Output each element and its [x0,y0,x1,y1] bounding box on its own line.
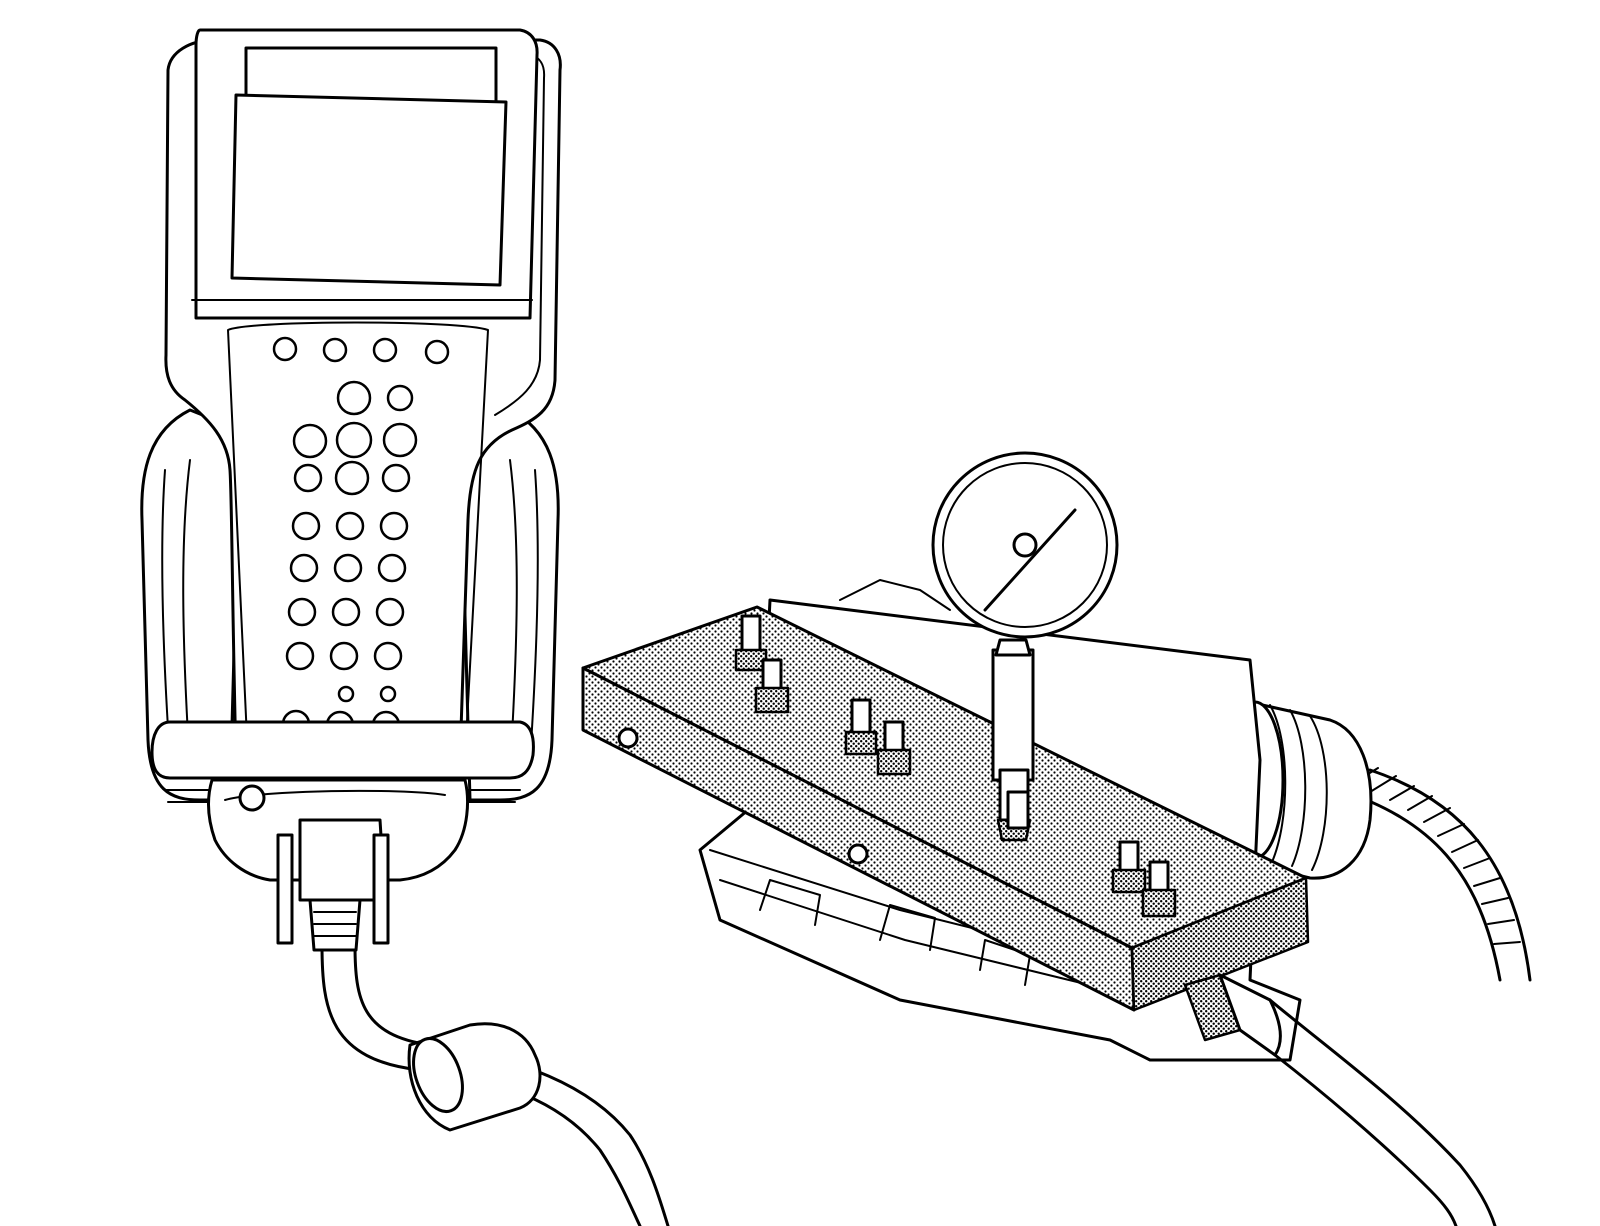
keypad-key [335,511,365,541]
keypad-key [337,685,355,703]
keypad-key [335,421,373,459]
rubber-boot [140,408,560,802]
hand-strap [150,720,535,780]
keypad [281,380,418,740]
keypad-key [373,641,403,671]
valve-body-assembly [581,451,1532,1226]
keypad-key [292,423,328,459]
fitting [1006,790,1030,830]
test-plate-side [1130,876,1310,1012]
keypad-key [381,463,411,493]
fitting [754,658,790,714]
keypad-key [289,553,319,583]
keypad-key [329,641,359,671]
keypad-key [377,553,407,583]
function-key [272,336,298,362]
keypad-key [375,597,405,627]
keypad-key [382,422,418,458]
air-supply-hose [1183,973,1497,1226]
pressure-fittings [734,614,1177,918]
fitting [1111,840,1147,894]
function-keys [272,336,450,365]
pressure-gauge [931,451,1119,842]
keypad-key [291,511,321,541]
keypad-key [379,685,397,703]
keypad-key [379,511,409,541]
scan-tool [140,28,670,1226]
keypad-key [334,460,370,496]
scan-tool-cable [320,943,670,1226]
fitting [844,698,878,756]
function-key [424,339,450,365]
keypad-key [336,380,372,416]
fitting [876,720,912,776]
keypad-key [331,597,361,627]
keypad-key [287,597,317,627]
function-key [372,337,398,363]
function-key [322,337,348,363]
gauge-hub [1012,532,1038,558]
fitting [1141,860,1177,918]
keypad-key [285,641,315,671]
fitting [734,614,768,672]
gauge-needle [983,508,1077,612]
keypad-key [293,463,323,493]
keypad-key [333,553,363,583]
display-area [230,93,508,287]
keypad-key [386,384,414,412]
